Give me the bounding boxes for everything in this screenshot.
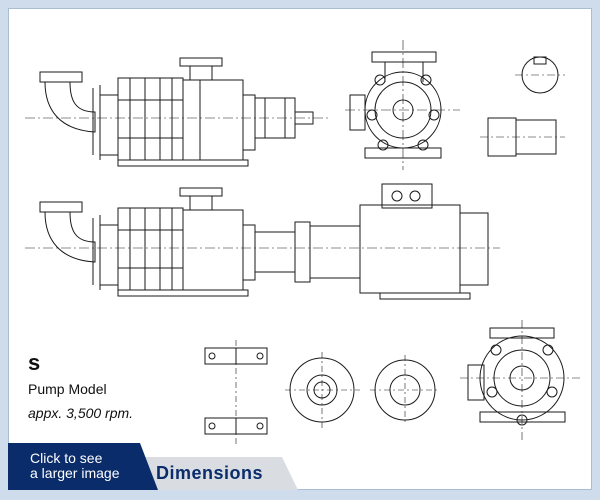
flange-details <box>285 352 440 428</box>
larger-image-label: Click to see a larger image <box>30 450 120 481</box>
dimensions-tab-label: Dimensions <box>156 463 264 483</box>
pump-model-name: s <box>28 350 41 375</box>
larger-image-button[interactable]: Click to see a larger image <box>8 443 158 490</box>
top-pump-side-view <box>25 57 330 167</box>
pump-speed: appx. 3,500 rpm. <box>28 405 134 421</box>
bottom-front-view <box>460 320 580 440</box>
mounting-details <box>204 340 268 445</box>
top-pump-front-view <box>345 40 460 170</box>
pump-model-label: Pump Model <box>28 381 107 397</box>
dimensions-tab[interactable]: Dimensions <box>138 457 298 490</box>
pump-with-motor-view <box>25 183 500 300</box>
shaft-detail <box>480 56 565 157</box>
